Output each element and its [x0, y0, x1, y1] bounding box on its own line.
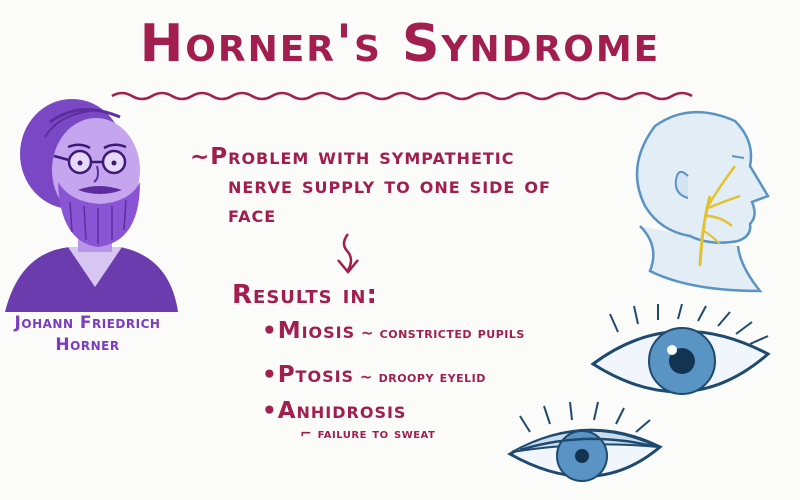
result-separator: ~: [355, 324, 380, 342]
results-heading: Results in:: [232, 280, 378, 310]
eye-icon: [590, 304, 771, 395]
down-arrow-icon: [337, 233, 359, 274]
caption-line1: Johann Friedrich: [14, 313, 161, 333]
result-term: Ptosis: [277, 362, 355, 388]
portrait-illustration: [5, 99, 178, 312]
result-item-ptosis: •Ptosis ~ droopy eyelid: [262, 362, 486, 388]
eye-icon: [506, 401, 663, 482]
portrait-caption: Johann Friedrich Horner: [0, 312, 175, 356]
syndrome-description: ~Problem with sympathetic nerve supply t…: [190, 143, 590, 230]
description-line3: face: [228, 202, 277, 228]
result-term: Miosis: [277, 318, 356, 344]
result-definition: droopy eyelid: [378, 368, 486, 386]
head-profile-illustration: [635, 110, 770, 293]
description-line1: ~Problem with sympathetic: [190, 144, 515, 170]
result-separator: ~: [354, 368, 379, 386]
page-title: Horner's Syndrome: [139, 14, 661, 74]
description-line2: nerve supply to one side of: [228, 173, 551, 199]
result-definition: constricted pupils: [379, 324, 525, 342]
result-item-miosis: •Miosis ~ constricted pupils: [262, 318, 525, 344]
result-term: Anhidrosis: [277, 398, 407, 424]
caption-line2: Horner: [55, 335, 120, 355]
result-definition-anhidrosis: ⌐ failure to sweat: [300, 426, 436, 442]
title-underline: [111, 91, 693, 101]
result-item-anhidrosis: •Anhidrosis: [262, 398, 407, 424]
